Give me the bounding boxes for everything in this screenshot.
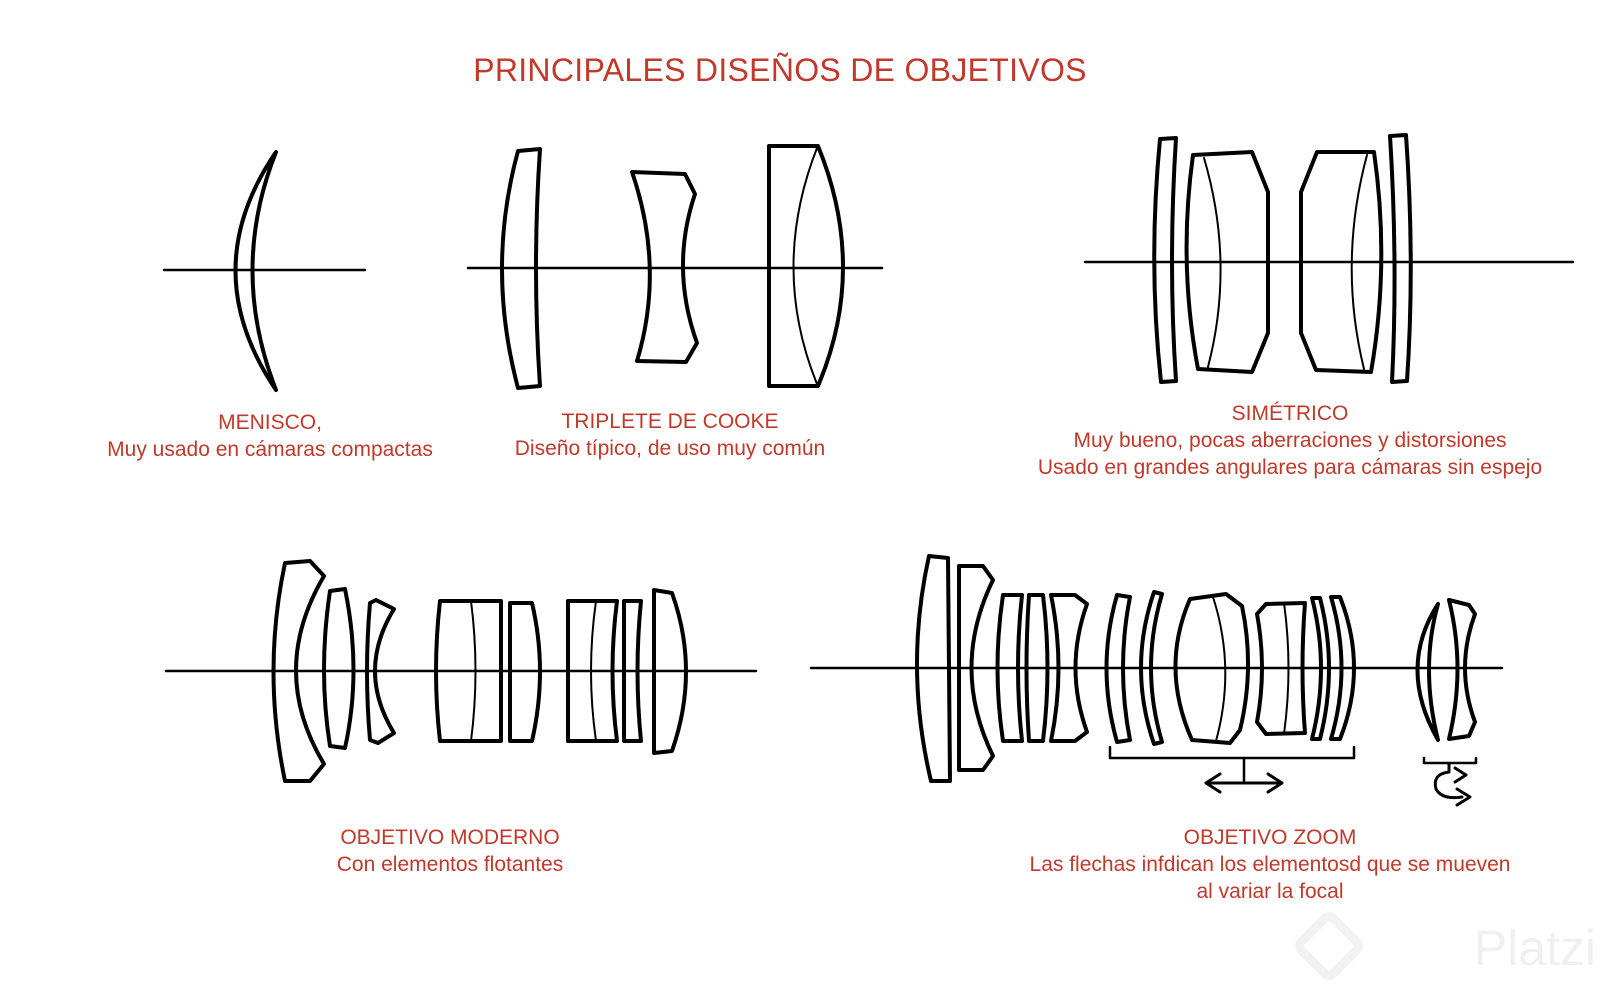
focus-group-bracket — [1422, 756, 1478, 765]
zoom-moving-group-bracket — [1108, 745, 1356, 760]
zoom-double-arrow-left-head — [1204, 772, 1222, 794]
zoom-element-4 — [1024, 593, 1050, 743]
symmetric-group-1 — [1184, 150, 1270, 374]
modern-element-6-cement — [590, 600, 597, 742]
page-title: PRINCIPALES DISEÑOS DE OBJETIVOS — [473, 52, 1087, 88]
caption-text: Muy usado en cámaras compactas — [107, 438, 433, 461]
zoom-lens-drawing — [809, 554, 1504, 807]
modern-element-1 — [271, 559, 326, 783]
caption-title: OBJETIVO ZOOM — [1183, 826, 1357, 849]
caption-moderno: OBJETIVO MODERNO Con elementos flotantes — [260, 824, 640, 878]
zoom-element-13 — [1447, 598, 1477, 741]
cooke-rear-element — [767, 144, 845, 388]
zoom-element-9-cement — [1283, 602, 1290, 735]
caption-text: Usado en grandes angulares para cámaras … — [1037, 456, 1543, 479]
modern-element-3 — [365, 598, 396, 745]
modern-element-5 — [508, 601, 542, 743]
meniscus-lens-drawing — [162, 150, 367, 392]
watermark: Platzi — [1473, 920, 1596, 976]
cooke-front-element — [500, 147, 542, 390]
modern-element-8 — [652, 588, 688, 755]
caption-text: al variar la focal — [1196, 880, 1344, 903]
caption-menisco: MENISCO, Muy usado en cámaras compactas — [60, 409, 480, 463]
symmetric-rear-element — [1388, 133, 1413, 384]
cooke-rear-cement — [792, 147, 818, 385]
caption-zoom: OBJETIVO ZOOM Las flechas infdican los e… — [990, 824, 1550, 905]
zoom-element-7 — [1139, 590, 1164, 746]
zoom-element-6 — [1104, 593, 1132, 744]
symmetric-group-2 — [1299, 150, 1384, 374]
zoom-element-8 — [1173, 592, 1250, 745]
zoom-element-8-cement — [1212, 596, 1227, 742]
zoom-double-arrow-right-head — [1266, 772, 1284, 794]
caption-title: SIMÉTRICO — [1231, 402, 1349, 425]
zoom-element-10 — [1310, 596, 1331, 741]
cooke-triplet-drawing — [466, 144, 884, 390]
modern-element-7 — [622, 599, 643, 743]
zoom-element-3 — [995, 593, 1024, 743]
symmetric-group-2-cement — [1350, 154, 1368, 370]
caption-cooke: TRIPLETE DE COOKE Diseño típico, de uso … — [470, 408, 870, 462]
caption-title: MENISCO, — [218, 411, 322, 434]
caption-simetrico: SIMÉTRICO Muy bueno, pocas aberraciones … — [1000, 400, 1580, 481]
symmetric-lens-drawing — [1083, 133, 1575, 384]
symmetric-front-element — [1152, 136, 1178, 384]
caption-text: Las flechas infdican los elementosd que … — [1029, 853, 1511, 876]
cooke-middle-element — [630, 170, 699, 364]
modern-element-4-cement — [470, 600, 477, 742]
meniscus-element — [233, 150, 278, 392]
zoom-element-5 — [1049, 593, 1089, 743]
zoom-element-1 — [915, 554, 952, 783]
modern-element-4 — [434, 599, 503, 743]
zoom-element-12 — [1415, 602, 1440, 742]
focus-upper-arrow-head — [1453, 766, 1468, 784]
zoom-element-11 — [1329, 595, 1356, 741]
caption-text: Muy bueno, pocas aberraciones y distorsi… — [1073, 429, 1507, 452]
modern-element-6 — [566, 599, 619, 743]
caption-text: Con elementos flotantes — [336, 853, 564, 876]
zoom-element-2 — [957, 564, 995, 772]
modern-lens-drawing — [164, 559, 758, 783]
modern-element-2 — [322, 587, 356, 750]
caption-title: OBJETIVO MODERNO — [340, 826, 560, 849]
zoom-element-9 — [1255, 601, 1307, 736]
caption-text: Diseño típico, de uso muy común — [514, 437, 826, 460]
focus-rotate-arrow — [1433, 762, 1464, 800]
caption-title: TRIPLETE DE COOKE — [561, 410, 779, 433]
symmetric-group-1-cement — [1203, 157, 1222, 368]
focus-rotate-arrow-head — [1455, 787, 1472, 807]
